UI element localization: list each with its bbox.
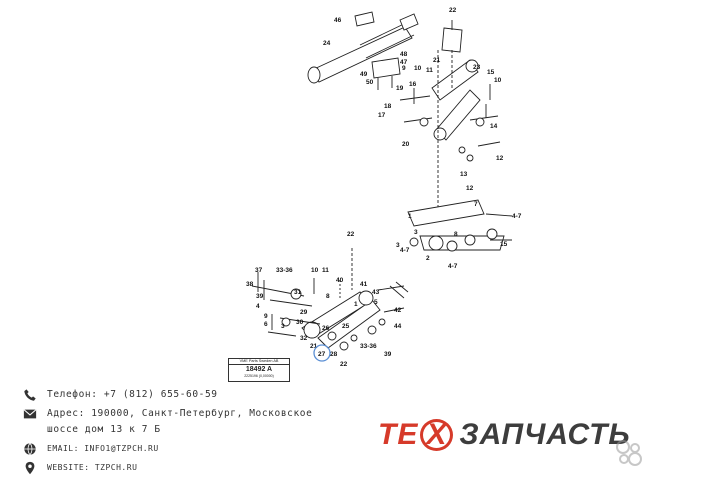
callout-13: 13 bbox=[460, 171, 468, 178]
callout-12: 12 bbox=[496, 155, 504, 162]
stamp-code: 18492 A bbox=[245, 366, 273, 373]
callout-47: 47 bbox=[400, 59, 408, 66]
phone-row: Телефон: +7 (812) 655-60-59 bbox=[22, 385, 312, 404]
callout-8: 8 bbox=[454, 231, 458, 238]
callout-39b: 39 bbox=[384, 351, 392, 358]
callout-28: 28 bbox=[330, 351, 338, 358]
stamp-ref: 2225196 (0,00000) bbox=[244, 374, 274, 378]
callout-37: 37 bbox=[255, 267, 263, 274]
callout-5: 5 bbox=[374, 299, 378, 306]
logo-part-1: ТЕ bbox=[378, 418, 419, 451]
callout-33-36: 33-36 bbox=[276, 267, 293, 274]
logo-part-2: Х bbox=[420, 419, 454, 451]
callout-8c: 8 bbox=[326, 293, 330, 300]
callout-27: 27 bbox=[318, 351, 326, 358]
callout-2: 2 bbox=[426, 255, 430, 262]
callout-46: 46 bbox=[334, 17, 342, 24]
callout-1: 1 bbox=[408, 213, 412, 220]
callout-25: 25 bbox=[342, 323, 350, 330]
callout-4-7b: 4-7 bbox=[400, 247, 410, 254]
address-text: Адрес: 190000, Санкт-Петербург, Московск… bbox=[47, 408, 313, 419]
callout-33-36b: 33-36 bbox=[360, 343, 377, 350]
callout-15: 15 bbox=[487, 69, 495, 76]
email-text[interactable]: EMAIL: INFO1@TZPCH.RU bbox=[47, 444, 159, 453]
callout-31: 31 bbox=[294, 289, 302, 296]
callout-11c: 11 bbox=[322, 267, 329, 274]
callout-39a: 39 bbox=[256, 293, 264, 300]
callout-9c: 9 bbox=[264, 313, 268, 320]
globe-icon bbox=[22, 441, 37, 456]
callout-3c: 3 bbox=[281, 323, 285, 330]
callout-26: 26 bbox=[322, 325, 330, 332]
callout-17: 17 bbox=[378, 112, 386, 119]
callout-9: 9 bbox=[402, 65, 406, 72]
callout-29: 29 bbox=[300, 309, 308, 316]
callout-12b: 12 bbox=[466, 185, 474, 192]
callout-42: 42 bbox=[394, 307, 402, 314]
callout-3b: 3 bbox=[414, 229, 418, 236]
callout-40: 40 bbox=[336, 277, 344, 284]
callout-22: 22 bbox=[449, 7, 457, 14]
callout-3a: 3 bbox=[396, 242, 400, 249]
phone-icon bbox=[22, 387, 37, 402]
brand-logo: ТЕ Х ЗАПЧАСТЬ bbox=[378, 418, 631, 452]
callout-4-7a: 4-7 bbox=[512, 213, 522, 220]
callout-4c: 4 bbox=[256, 303, 260, 310]
callout-6: 6 bbox=[264, 321, 268, 328]
lower-assembly bbox=[251, 248, 409, 351]
logo-part-3: ЗАПЧАСТЬ bbox=[459, 418, 631, 451]
callout-38: 38 bbox=[246, 281, 254, 288]
upper-assembly bbox=[307, 11, 513, 252]
callout-22c: 22 bbox=[347, 231, 355, 238]
callout-24: 24 bbox=[323, 40, 331, 47]
callout-7: 7 bbox=[474, 201, 478, 208]
callout-23: 23 bbox=[473, 64, 481, 71]
location-pin-icon bbox=[22, 460, 37, 475]
callout-18: 18 bbox=[384, 103, 392, 110]
callout-16: 16 bbox=[409, 81, 417, 88]
callout-20: 20 bbox=[402, 141, 410, 148]
address-row: Адрес: 190000, Санкт-Петербург, Московск… bbox=[22, 404, 312, 423]
avito-watermark-icon bbox=[616, 440, 642, 466]
callout-14: 14 bbox=[490, 123, 498, 130]
email-row: EMAIL: INFO1@TZPCH.RU bbox=[22, 439, 312, 458]
website-text[interactable]: WEBSITE: TZPCH.RU bbox=[47, 463, 138, 472]
callout-15b: 15 bbox=[500, 241, 508, 248]
parts-exploded-diagram: 46 24 22 48 47 49 21 50 9 10 11 23 19 18… bbox=[246, 7, 522, 368]
callout-11: 11 bbox=[426, 67, 433, 74]
upper-callouts: 46 24 22 48 47 49 21 50 9 10 11 23 19 18… bbox=[323, 7, 522, 270]
callout-1c: 1 bbox=[354, 301, 358, 308]
callout-21c: 21 bbox=[310, 343, 318, 350]
callout-10: 10 bbox=[414, 65, 422, 72]
callout-10b: 10 bbox=[494, 77, 502, 84]
drawing-stamp: VME Parts Sweden AB 18492 A 2225196 (0,0… bbox=[228, 358, 290, 382]
callout-41: 41 bbox=[360, 281, 368, 288]
callout-30: 30 bbox=[296, 319, 304, 326]
envelope-icon bbox=[22, 406, 37, 421]
phone-text[interactable]: Телефон: +7 (812) 655-60-59 bbox=[47, 389, 218, 400]
contact-info: Телефон: +7 (812) 655-60-59 Адрес: 19000… bbox=[22, 385, 312, 477]
callout-19: 19 bbox=[396, 85, 404, 92]
website-row: WEBSITE: TZPCH.RU bbox=[22, 458, 312, 477]
callout-22d: 22 bbox=[340, 361, 348, 368]
address-line-2: шоссе дом 13 к 7 Б bbox=[47, 424, 161, 435]
callout-10c: 10 bbox=[311, 267, 319, 274]
callout-44: 44 bbox=[394, 323, 402, 330]
callout-48: 48 bbox=[400, 51, 408, 58]
callout-21: 21 bbox=[433, 57, 441, 64]
callout-49: 49 bbox=[360, 71, 368, 78]
callout-43: 43 bbox=[372, 289, 380, 296]
callout-32: 32 bbox=[300, 335, 308, 342]
lower-callouts: 22 37 33-36 38 10 11 40 41 43 44 31 39 4… bbox=[246, 231, 402, 368]
stamp-company: VME Parts Sweden AB bbox=[229, 359, 289, 365]
callout-4-7c: 4-7 bbox=[448, 263, 458, 270]
callout-50: 50 bbox=[366, 79, 374, 86]
highlight-circle bbox=[313, 344, 331, 362]
